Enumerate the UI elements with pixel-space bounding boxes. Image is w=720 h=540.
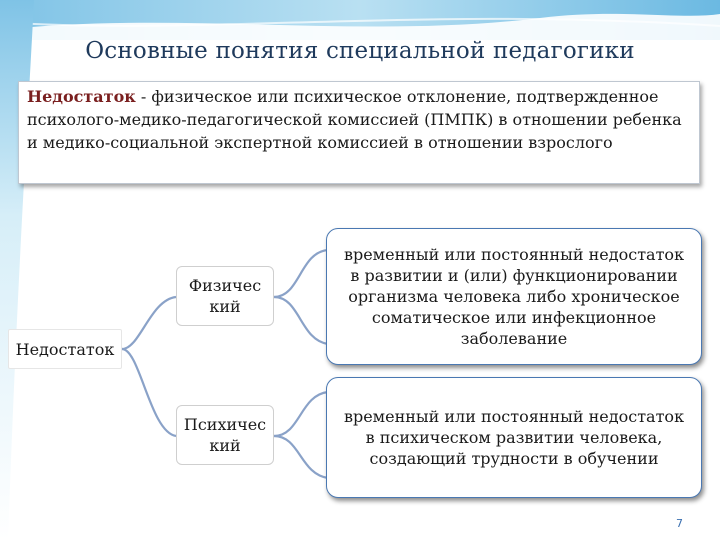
branch-physical-label: Физичес кий (176, 266, 274, 326)
diagram-root: Недостаток (8, 329, 122, 369)
branch-mental-description: временный или постоянный недостаток в пс… (326, 377, 702, 498)
branch-physical-description: временный или постоянный недостаток в ра… (326, 228, 702, 365)
page-number: 7 (676, 517, 683, 530)
branch-mental-label: Психичес кий (176, 405, 274, 465)
